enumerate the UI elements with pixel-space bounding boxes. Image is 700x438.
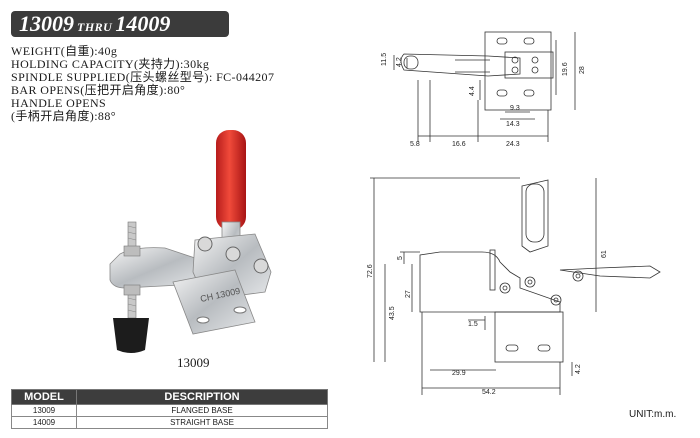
dim-28: 28 <box>579 66 586 74</box>
flanged-base <box>172 269 256 335</box>
dim-4-4: 4.4 <box>469 86 476 96</box>
title-to: 14009 <box>115 11 171 36</box>
dim-16-6: 16.6 <box>452 141 466 148</box>
spec-holding-capacity: HOLDING CAPACITY(夹持力):30kg <box>11 57 210 71</box>
dim-4-2-side: 4.2 <box>575 364 582 374</box>
model-table: MODEL DESCRIPTION 13009 FLANGED BASE 140… <box>11 389 328 429</box>
title-from: 13009 <box>19 11 74 36</box>
spec-spindle: SPINDLE SUPPLIED(压头螺丝型号): FC-044207 <box>11 70 275 84</box>
dim-5-8: 5.8 <box>410 141 420 148</box>
row-description: STRAIGHT BASE <box>76 416 328 429</box>
product-photo: CH 13009 <box>109 130 272 353</box>
dim-1-5: 1.5 <box>468 321 478 328</box>
dim-4-2: 4.2 <box>396 57 403 67</box>
dim-24-3: 24.3 <box>506 141 520 148</box>
dim-19-6: 19.6 <box>562 62 569 76</box>
spec-bar-opens: BAR OPENS(压把开启角度):80° <box>11 83 186 97</box>
table-row: 14009 STRAIGHT BASE <box>11 416 328 429</box>
dim-11-5: 11.5 <box>381 53 388 66</box>
top-view-base <box>484 31 552 111</box>
red-handle-grip <box>216 130 246 230</box>
dim-29-9: 29.9 <box>452 370 466 377</box>
side-view-arm <box>419 251 561 313</box>
spec-list: WEIGHT(自重):40g HOLDING CAPACITY(夹持力):30k… <box>11 45 331 123</box>
dim-9-3: 9.3 <box>510 105 520 112</box>
model-range-title: 13009 THRU 14009 <box>11 11 229 37</box>
unit-label: UNIT:m.m. <box>629 409 677 420</box>
dim-14-3: 14.3 <box>506 121 520 128</box>
title-thru: THRU <box>77 20 113 34</box>
header-description: DESCRIPTION <box>76 389 328 405</box>
spec-handle-opens-angle: (手柄开启角度):88° <box>11 109 116 123</box>
product-caption: 13009 <box>177 355 210 370</box>
dim-27: 27 <box>405 290 412 298</box>
spec-handle-opens: HANDLE OPENS <box>11 96 107 110</box>
rubber-spindle-tip <box>113 318 149 353</box>
dim-43-5: 43.5 <box>389 306 396 320</box>
dim-72-6: 72.6 <box>367 264 374 278</box>
header-model: MODEL <box>11 389 77 405</box>
model-table-header: MODEL DESCRIPTION <box>11 389 328 405</box>
dim-54-2: 54.2 <box>482 389 496 396</box>
side-view-handle <box>521 179 549 253</box>
spec-weight: WEIGHT(自重):40g <box>11 44 118 58</box>
dim-5: 5 <box>397 256 404 260</box>
dim-61: 61 <box>601 250 608 258</box>
